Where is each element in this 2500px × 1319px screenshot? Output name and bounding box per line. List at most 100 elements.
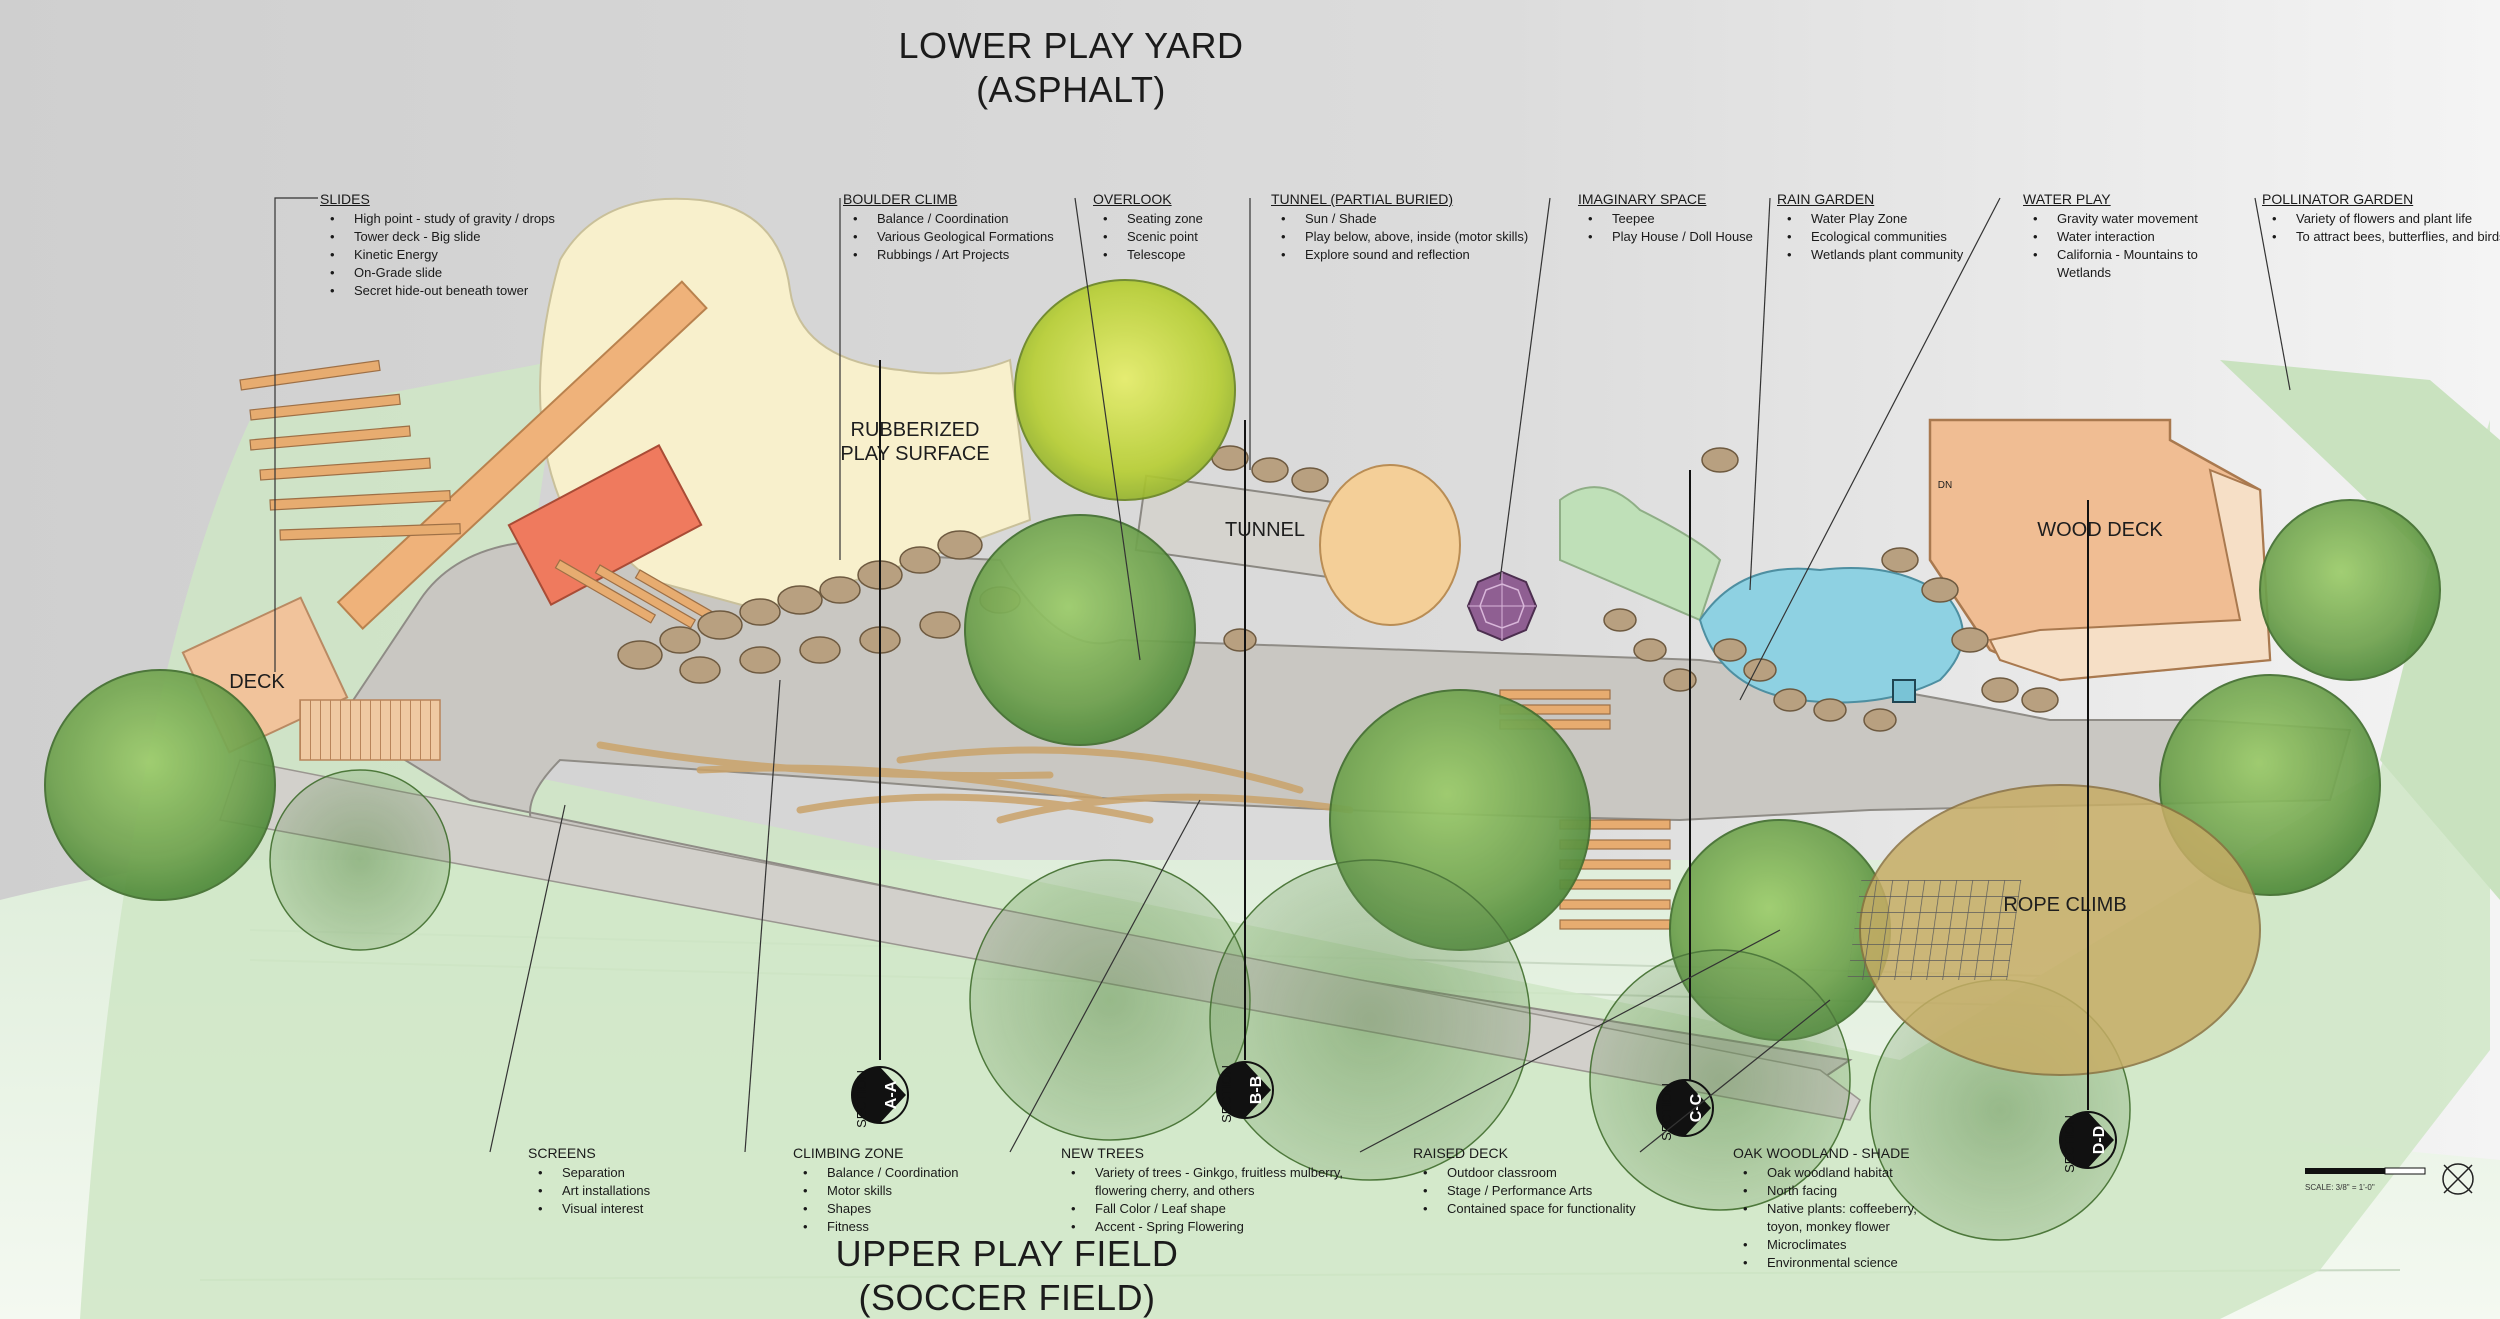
note-item: Environmental science [1743, 1254, 1917, 1272]
note-item: Ecological communities [1787, 228, 1963, 246]
lower-play-yard-line2: (ASPHALT) [976, 69, 1166, 110]
note-item: Visual interest [538, 1200, 650, 1218]
note-item: Rubbings / Art Projects [853, 246, 1054, 264]
note-screens: SCREENS Separation Art installations Vis… [528, 1144, 650, 1218]
note-title: OVERLOOK [1093, 191, 1172, 207]
note-item: Fitness [803, 1218, 959, 1236]
section-d-d: SECTION D-D [2059, 1111, 2117, 1173]
note-slides: SLIDES High point - study of gravity / d… [320, 190, 555, 300]
section-b-b: SECTION B-B [1216, 1061, 1274, 1123]
note-item: Outdoor classroom [1423, 1164, 1636, 1182]
svg-text:A-A: A-A [883, 1080, 900, 1109]
note-item: Secret hide-out beneath tower [330, 282, 555, 300]
note-item: Explore sound and reflection [1281, 246, 1528, 264]
note-oak-woodland: OAK WOODLAND - SHADE Oak woodland habita… [1733, 1144, 1917, 1272]
note-item: Scenic point [1103, 228, 1203, 246]
upper-play-field-line1: UPPER PLAY FIELD [835, 1233, 1179, 1274]
section-a-a: SECTION A-A [851, 1066, 909, 1128]
svg-text:B-B: B-B [1248, 1076, 1265, 1104]
note-item: Play below, above, inside (motor skills) [1281, 228, 1528, 246]
note-water-play: WATER PLAY Gravity water movement Water … [2023, 190, 2198, 282]
note-new-trees: NEW TREES Variety of trees - Ginkgo, fru… [1061, 1144, 1343, 1236]
note-item: Balance / Coordination [803, 1164, 958, 1182]
note-item: Play House / Doll House [1588, 228, 1753, 246]
zone-dn-arrow: DN [1937, 480, 1953, 491]
rope-climb-net [1847, 880, 2022, 980]
note-title: SLIDES [320, 191, 370, 207]
upper-play-field-title: UPPER PLAY FIELD (SOCCER FIELD) [657, 1232, 1357, 1319]
note-item: On-Grade slide [330, 264, 555, 282]
note-item: Oak woodland habitat [1743, 1164, 1917, 1182]
note-item: Art installations [538, 1182, 650, 1200]
note-imaginary-space: IMAGINARY SPACE Teepee Play House / Doll… [1578, 190, 1753, 246]
note-item: Separation [538, 1164, 650, 1182]
note-title: CLIMBING ZONE [793, 1145, 904, 1161]
note-item: Water Play Zone [1787, 210, 1963, 228]
note-item: Accent - Spring Flowering [1071, 1218, 1343, 1236]
upper-play-field-line2: (SOCCER FIELD) [858, 1277, 1156, 1318]
big-slide [336, 280, 708, 630]
note-item: Balance / Coordination [853, 210, 1054, 228]
rain-garden-area [1559, 486, 1722, 622]
north-arrow-icon [2442, 1163, 2474, 1195]
wood-deck-rim [1988, 468, 2272, 682]
note-item: Variety of flowers and plant life [2272, 210, 2500, 228]
svg-text:SCALE: 3/8" = 1'-0": SCALE: 3/8" = 1'-0" [2305, 1183, 2375, 1192]
section-markers: SECTION A-A SECTION B-B SECTION C-C SECT… [851, 1061, 2117, 1173]
note-title: TUNNEL (PARTIAL BURIED) [1271, 191, 1454, 207]
zone-tunnel: TUNNEL [1224, 519, 1305, 541]
planting-border-right [2220, 360, 2500, 900]
note-item: Contained space for functionality [1423, 1200, 1636, 1218]
svg-text:D-D: D-D [2091, 1126, 2108, 1154]
lower-play-yard-title: LOWER PLAY YARD (ASPHALT) [721, 24, 1421, 112]
note-title: WATER PLAY [2023, 191, 2111, 207]
svg-text:SECTION: SECTION [854, 1070, 869, 1128]
climbing-zone-branches [596, 741, 1354, 824]
note-tunnel: TUNNEL (PARTIAL BURIED) Sun / Shade Play… [1271, 190, 1528, 264]
scale-bar: SCALE: 3/8" = 1'-0" [2305, 1167, 2426, 1192]
note-item: Tower deck - Big slide [330, 228, 555, 246]
note-item: California - Mountains to Wetlands [2033, 246, 2198, 282]
note-item: Stage / Performance Arts [1423, 1182, 1636, 1200]
zone-rope-climb: ROPE CLIMB [2003, 894, 2127, 916]
note-title: RAISED DECK [1413, 1145, 1508, 1161]
svg-text:SECTION: SECTION [1219, 1065, 1234, 1123]
note-title: RAIN GARDEN [1777, 191, 1875, 207]
section-c-c: SECTION C-C [1656, 1079, 1714, 1141]
zone-wood-deck: WOOD DECK [2037, 519, 2163, 541]
note-title: POLLINATOR GARDEN [2262, 191, 2414, 207]
note-item: Wetlands plant community [1787, 246, 1963, 264]
note-item: Fall Color / Leaf shape [1071, 1200, 1343, 1218]
tunnel-mound [1319, 464, 1461, 626]
note-boulder-climb: BOULDER CLIMB Balance / Coordination Var… [843, 190, 1054, 264]
note-title: OAK WOODLAND - SHADE [1733, 1145, 1910, 1161]
zone-rubberized-play-surface: RUBBERIZED PLAY SURFACE [840, 419, 990, 465]
note-item: Kinetic Energy [330, 246, 555, 264]
note-item: To attract bees, butterflies, and birds [2272, 228, 2500, 246]
note-raised-deck: RAISED DECK Outdoor classroom Stage / Pe… [1413, 1144, 1636, 1218]
note-item: Gravity water movement [2033, 210, 2198, 228]
note-item: Motor skills [803, 1182, 959, 1200]
note-item: North facing [1743, 1182, 1917, 1200]
note-item: Shapes [803, 1200, 959, 1218]
note-item: Teepee [1588, 210, 1753, 228]
note-item: Seating zone [1103, 210, 1203, 228]
zone-deck: DECK [229, 671, 285, 693]
note-overlook: OVERLOOK Seating zone Scenic point Teles… [1093, 190, 1203, 264]
note-item: Microclimates [1743, 1236, 1917, 1254]
water-play-basin [1892, 679, 1916, 703]
note-item: Native plants: coffeeberry, toyon, monke… [1743, 1200, 1917, 1236]
leader-lines [274, 197, 2291, 1153]
timber-steps [239, 359, 1671, 930]
section-cut-lines [879, 360, 2089, 1110]
teepee [1466, 570, 1538, 642]
note-climbing-zone: CLIMBING ZONE Balance / Coordination Mot… [793, 1144, 959, 1236]
note-item: High point - study of gravity / drops [330, 210, 555, 228]
svg-text:C-C: C-C [1688, 1093, 1705, 1122]
note-title: BOULDER CLIMB [843, 191, 958, 207]
note-item: Telescope [1103, 246, 1203, 264]
lower-play-yard-line1: LOWER PLAY YARD [898, 25, 1244, 66]
note-item: Sun / Shade [1281, 210, 1528, 228]
svg-text:SECTION: SECTION [2062, 1115, 2077, 1173]
